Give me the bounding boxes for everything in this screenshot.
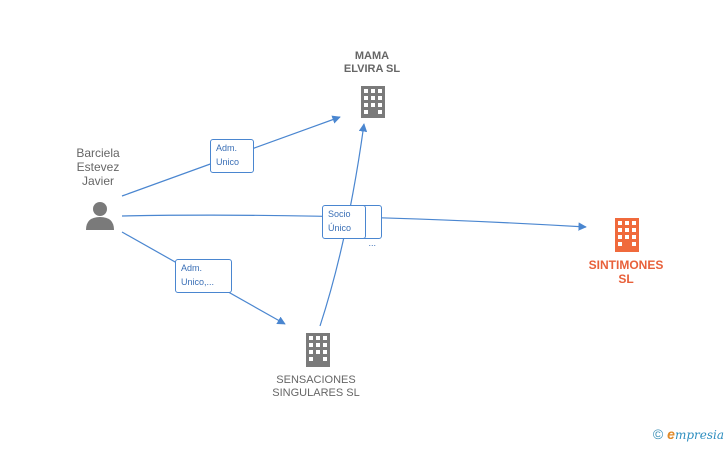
sensaciones-label: SENSACIONES SINGULARES SL — [272, 374, 360, 399]
edge-label-socio-unico[interactable]: Socio Único — [322, 205, 366, 239]
copyright-icon: © — [652, 426, 664, 442]
brand-watermark: © empresia — [653, 426, 724, 442]
mama-elvira-label: MAMA ELVIRA SL — [343, 50, 401, 75]
barciela-label: Barciela Estevez Javier — [76, 146, 120, 188]
edge-label-adm-unico[interactable]: Adm. Unico — [210, 139, 254, 173]
sintimones-label: SINTIMONES SL — [588, 258, 664, 286]
edge-label-ellipsis: ... — [368, 238, 376, 248]
brand-logo: empresia — [667, 426, 724, 442]
building-icon[interactable] — [613, 218, 641, 252]
building-icon[interactable] — [359, 86, 387, 118]
person-icon[interactable] — [85, 200, 115, 230]
building-icon[interactable] — [304, 333, 332, 367]
edge-label-adm-unico-more[interactable]: Adm. Unico,... — [175, 259, 232, 293]
